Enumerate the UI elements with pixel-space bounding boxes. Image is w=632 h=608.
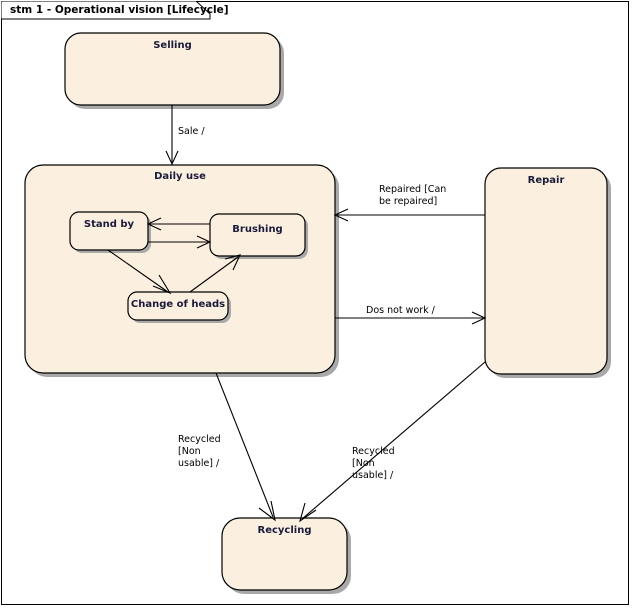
transition-change-of-heads-to-brushing[interactable]: [189, 254, 241, 293]
state-daily-use[interactable]: [24, 164, 336, 374]
transition-brushing-to-stand-by[interactable]: [146, 217, 210, 231]
state-recycling[interactable]: [221, 517, 348, 591]
state-repair[interactable]: [484, 167, 608, 375]
transition-selling-to-daily-use[interactable]: [165, 105, 179, 166]
state-stand-by[interactable]: [69, 211, 149, 251]
state-change-of-heads[interactable]: [127, 291, 229, 321]
transition-label-sale: Sale /: [178, 126, 205, 137]
diagram-title: stm 1 - Operational vision [Lifecycle]: [10, 4, 229, 16]
transition-daily-use-to-recycling[interactable]: [215, 372, 276, 522]
transition-label-recycled-from-repair: Recycled [Non usable] /: [352, 446, 395, 481]
transition-label-recycled-from-daily-use: Recycled [Non usable] /: [178, 434, 221, 469]
transition-repair-to-recycling[interactable]: [299, 361, 486, 523]
transition-daily-use-to-repair[interactable]: [335, 311, 487, 325]
transition-label-dos-not-work: Dos not work /: [366, 305, 435, 316]
transition-stand-by-to-change-of-heads[interactable]: [107, 249, 172, 295]
state-selling[interactable]: [64, 32, 281, 106]
transition-repair-to-daily-use[interactable]: [333, 208, 485, 222]
transition-stand-by-to-brushing[interactable]: [148, 235, 212, 249]
title-tab-shape: [1, 1, 211, 20]
state-brushing[interactable]: [209, 213, 306, 257]
transition-label-repaired: Repaired [Can be repaired]: [379, 184, 447, 207]
